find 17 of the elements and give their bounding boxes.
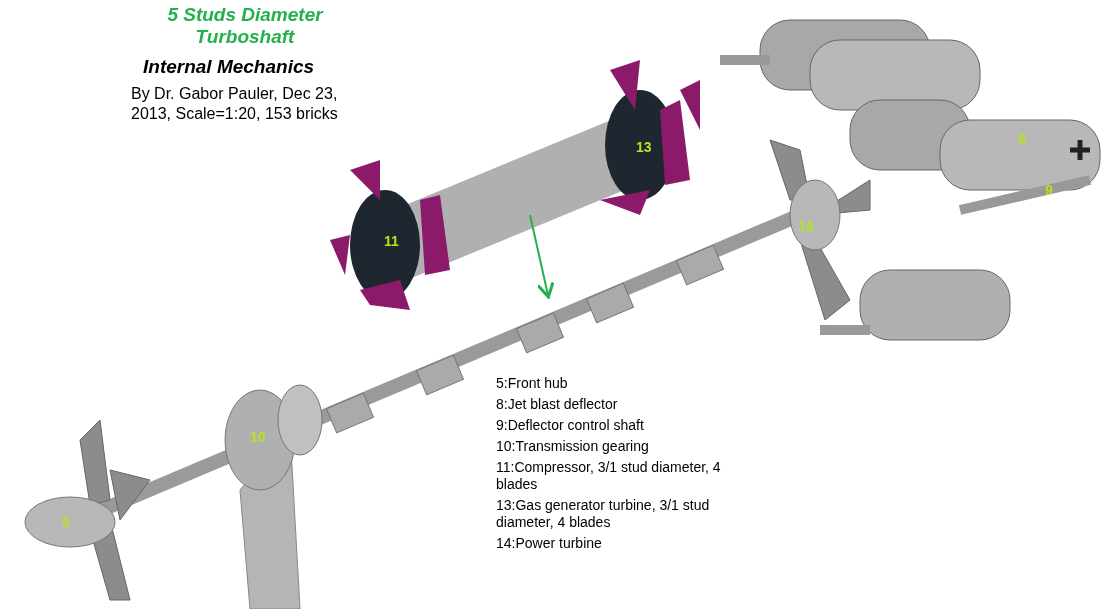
callout-number: 14: [798, 218, 814, 234]
key-entry: 14:Power turbine: [496, 535, 603, 552]
key-entry: 5:Front hub: [496, 375, 569, 392]
callout-number: 9: [1045, 182, 1053, 198]
callout-number: 11: [384, 233, 399, 249]
key-entry: 13:Gas generator turbine, 3/1 stud diameter, 4 blades: [496, 497, 711, 531]
callout-number: 8: [1018, 131, 1026, 147]
author-note: By Dr. Gabor Pauler, Dec 23, 2013, Scale=1:20, 153 bricks: [131, 84, 339, 124]
title: 5 Studs Diameter Turboshaft: [166, 4, 325, 48]
callout-number: 10: [250, 429, 266, 445]
key-entry: 8:Jet blast deflector: [496, 396, 619, 413]
key-entry: 11:Compressor, 3/1 stud diameter, 4 blades: [496, 459, 722, 493]
callout-number: 13: [636, 139, 652, 155]
callout-number: 5: [62, 514, 70, 530]
key-entry: 10:Transmission gearing: [496, 438, 650, 455]
key-entry: 9:Deflector control shaft: [496, 417, 645, 434]
subtitle: Internal Mechanics: [143, 56, 315, 78]
